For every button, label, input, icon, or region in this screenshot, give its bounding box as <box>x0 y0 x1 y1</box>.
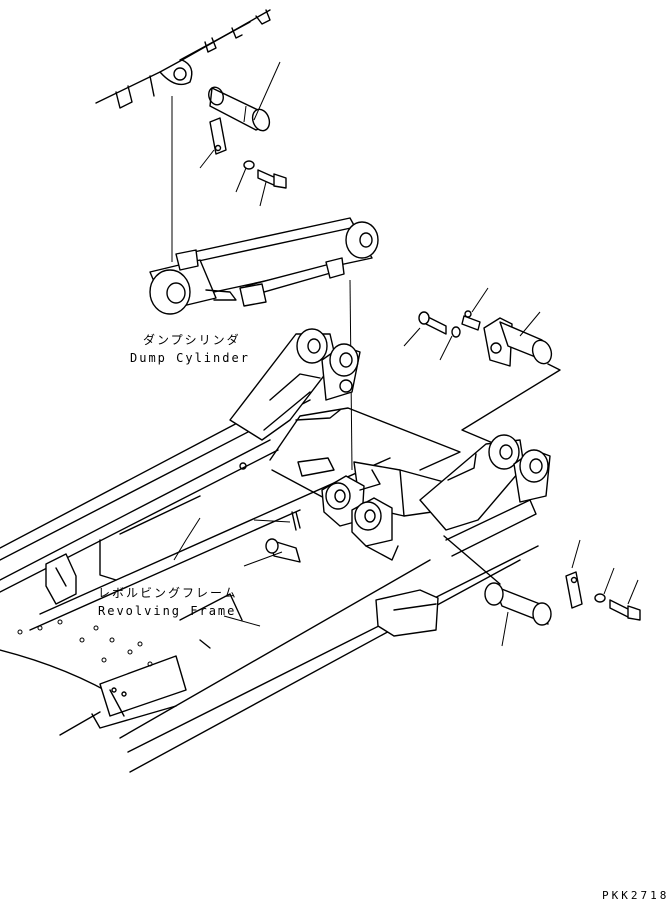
dump-cylinder-label-en: Dump Cylinder <box>130 351 250 365</box>
lower-lock-plate <box>565 539 583 609</box>
upper-lock-plate <box>199 117 227 169</box>
upper-washer <box>235 160 255 193</box>
revolving-frame <box>0 328 551 773</box>
drawing-code-label: PKK2718 <box>602 889 670 902</box>
dump-cylinder <box>149 217 379 315</box>
dump-cylinder-label-jp: ダンプシリンダ <box>143 333 241 347</box>
dump-body-bracket <box>95 9 271 109</box>
grease-fitting <box>461 287 489 331</box>
right-pin-with-plate <box>461 311 561 447</box>
lower-washer <box>594 567 615 603</box>
leader-revolving-frame <box>173 517 201 561</box>
lower-main-pin <box>443 535 552 647</box>
small-pin <box>243 538 301 567</box>
right-bolt <box>403 311 447 347</box>
right-washer <box>439 326 461 361</box>
lower-bolt <box>609 579 641 621</box>
revolving-frame-label-jp: レボルビングフレーム <box>98 586 238 600</box>
revolving-frame-label-en: Revolving Frame <box>98 604 237 618</box>
leader-revolving-frame-2 <box>223 615 261 627</box>
upper-bolt <box>257 169 287 207</box>
cotter-pin <box>253 511 301 531</box>
upper-pin <box>208 61 281 132</box>
